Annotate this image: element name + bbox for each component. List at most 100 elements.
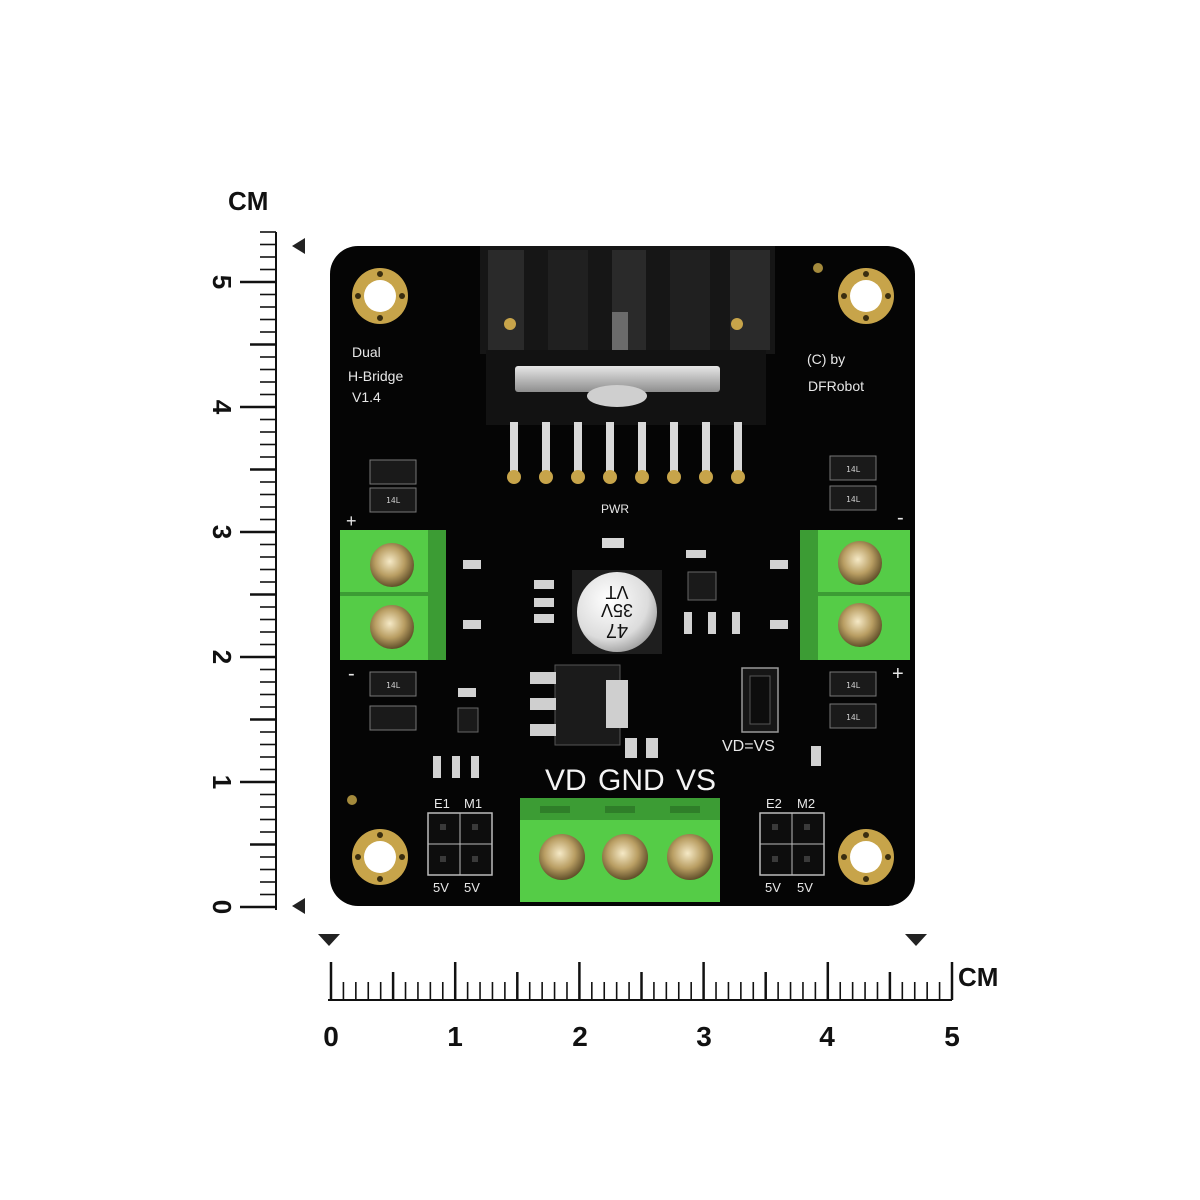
terminal-screw[interactable] xyxy=(370,605,414,649)
mounting-hole-bottom-left xyxy=(352,829,408,885)
h-bridge-driver-ic xyxy=(486,350,766,484)
fiducial xyxy=(813,263,823,273)
label-m1: M1 xyxy=(464,796,482,811)
ic-pin-pad xyxy=(699,470,713,484)
polarity-plus-left: + xyxy=(346,511,357,531)
ruler-marker-right xyxy=(905,934,927,946)
horizontal-ruler-unit-label: CM xyxy=(958,962,998,992)
label-5v: 5V xyxy=(765,880,781,895)
heatsink-screw xyxy=(612,312,628,352)
label-m2: M2 xyxy=(797,796,815,811)
transistor xyxy=(687,571,717,601)
ic-pin-pad xyxy=(507,470,521,484)
label-5v: 5V xyxy=(464,880,480,895)
horizontal-tick-label: 3 xyxy=(696,1021,712,1052)
polarity-minus-left: - xyxy=(348,663,355,685)
cap-voltage: 35V xyxy=(601,600,633,620)
terminal-screw[interactable] xyxy=(370,543,414,587)
ic-pin xyxy=(542,422,550,472)
voltage-regulator xyxy=(530,664,628,746)
horizontal-tick-label: 0 xyxy=(323,1021,339,1052)
power-terminal-block xyxy=(520,798,720,902)
vertical-tick-label: 4 xyxy=(207,400,237,415)
ic-pin xyxy=(510,422,518,472)
ic-pin-pad xyxy=(635,470,649,484)
motor-terminal-right: - + xyxy=(800,507,910,685)
diodes-left: 14L 14L xyxy=(369,459,417,731)
diode-marking: 14L xyxy=(846,681,861,690)
pwr-led xyxy=(602,538,624,548)
header-left[interactable]: E1 M1 5V 5V xyxy=(427,796,493,895)
motor-terminal-left: + - xyxy=(340,511,446,685)
ic-pins xyxy=(507,422,745,484)
diodes-right: 14L 14L 14L 14L xyxy=(829,455,877,729)
mounting-hole-top-right xyxy=(838,268,894,324)
ic-pin-pad xyxy=(667,470,681,484)
vertical-tick-label: 2 xyxy=(207,650,237,664)
electrolytic-capacitor: 47 35V VT xyxy=(572,570,662,654)
label-vs: VS xyxy=(676,764,716,797)
label-e1: E1 xyxy=(434,796,450,811)
terminal-screw[interactable] xyxy=(838,603,882,647)
ic-pin xyxy=(574,422,582,472)
horizontal-ruler-labels: 0 1 2 3 4 5 xyxy=(323,1021,960,1052)
terminal-screw[interactable] xyxy=(838,541,882,585)
ruler-marker-bottom xyxy=(292,898,305,914)
silk-copyright: (C) by xyxy=(807,351,845,367)
cap-code: VT xyxy=(605,582,628,602)
ic-pin-pad xyxy=(571,470,585,484)
terminal-screw-vs[interactable] xyxy=(667,834,713,880)
transistor-small xyxy=(457,707,479,733)
ruler-marker-left xyxy=(318,934,340,946)
mounting-hole-vias xyxy=(355,271,891,882)
label-e2: E2 xyxy=(766,796,782,811)
vertical-tick-label: 5 xyxy=(207,275,237,289)
terminal-screw-gnd[interactable] xyxy=(602,834,648,880)
ruler-marker-top xyxy=(292,238,305,254)
cap-value: 47 xyxy=(606,619,628,641)
horizontal-ruler: CM 0 1 2 3 4 5 xyxy=(318,934,998,1052)
ic-pin-pad xyxy=(539,470,553,484)
silk-version: V1.4 xyxy=(352,389,381,405)
diode-marking: 14L xyxy=(386,681,401,690)
vertical-tick-label: 0 xyxy=(207,900,237,914)
power-terminal-labels: VD GND VS xyxy=(545,764,716,797)
vertical-tick-label: 1 xyxy=(207,775,237,789)
ic-pin-pad xyxy=(603,470,617,484)
smd-components xyxy=(433,550,821,778)
polarity-minus-right: - xyxy=(897,507,904,529)
terminal-screw-vd[interactable] xyxy=(539,834,585,880)
ic-pin xyxy=(606,422,614,472)
label-gnd: GND xyxy=(598,764,665,797)
mounting-hole-top-left xyxy=(352,268,408,324)
horizontal-ruler-ticks xyxy=(328,962,954,1001)
silk-dual: Dual xyxy=(352,344,381,360)
vertical-tick-label: 3 xyxy=(207,525,237,539)
ic-pin-pad xyxy=(731,470,745,484)
vertical-ruler-ticks xyxy=(240,231,277,910)
label-5v: 5V xyxy=(797,880,813,895)
mounting-hole-bottom-right xyxy=(838,829,894,885)
silk-brand: DFRobot xyxy=(808,378,864,394)
horizontal-tick-label: 2 xyxy=(572,1021,588,1052)
header-right[interactable]: E2 M2 5V 5V xyxy=(759,796,825,895)
board-credit: (C) by DFRobot xyxy=(807,351,864,394)
ic-pin xyxy=(638,422,646,472)
silk-h-bridge: H-Bridge xyxy=(348,368,403,384)
motor-driver-board: Dual H-Bridge V1.4 (C) by DFRobot PWR 14… xyxy=(330,246,915,906)
diode-marking: 14L xyxy=(846,713,861,722)
horizontal-tick-label: 4 xyxy=(819,1021,835,1052)
horizontal-tick-label: 1 xyxy=(447,1021,463,1052)
ic-pin xyxy=(670,422,678,472)
vd-vs-jumper[interactable]: VD=VS xyxy=(722,667,779,755)
vertical-ruler-labels: 0 1 2 3 4 5 xyxy=(207,275,237,914)
ic-pin xyxy=(702,422,710,472)
ic-pin xyxy=(734,422,742,472)
label-vd: VD xyxy=(545,764,587,797)
jumper-label: VD=VS xyxy=(722,738,775,755)
heatsink xyxy=(480,246,775,354)
fiducial xyxy=(347,795,357,805)
vertical-ruler: CM 0 1 2 3 4 5 xyxy=(207,186,305,914)
pwr-label: PWR xyxy=(601,502,629,516)
